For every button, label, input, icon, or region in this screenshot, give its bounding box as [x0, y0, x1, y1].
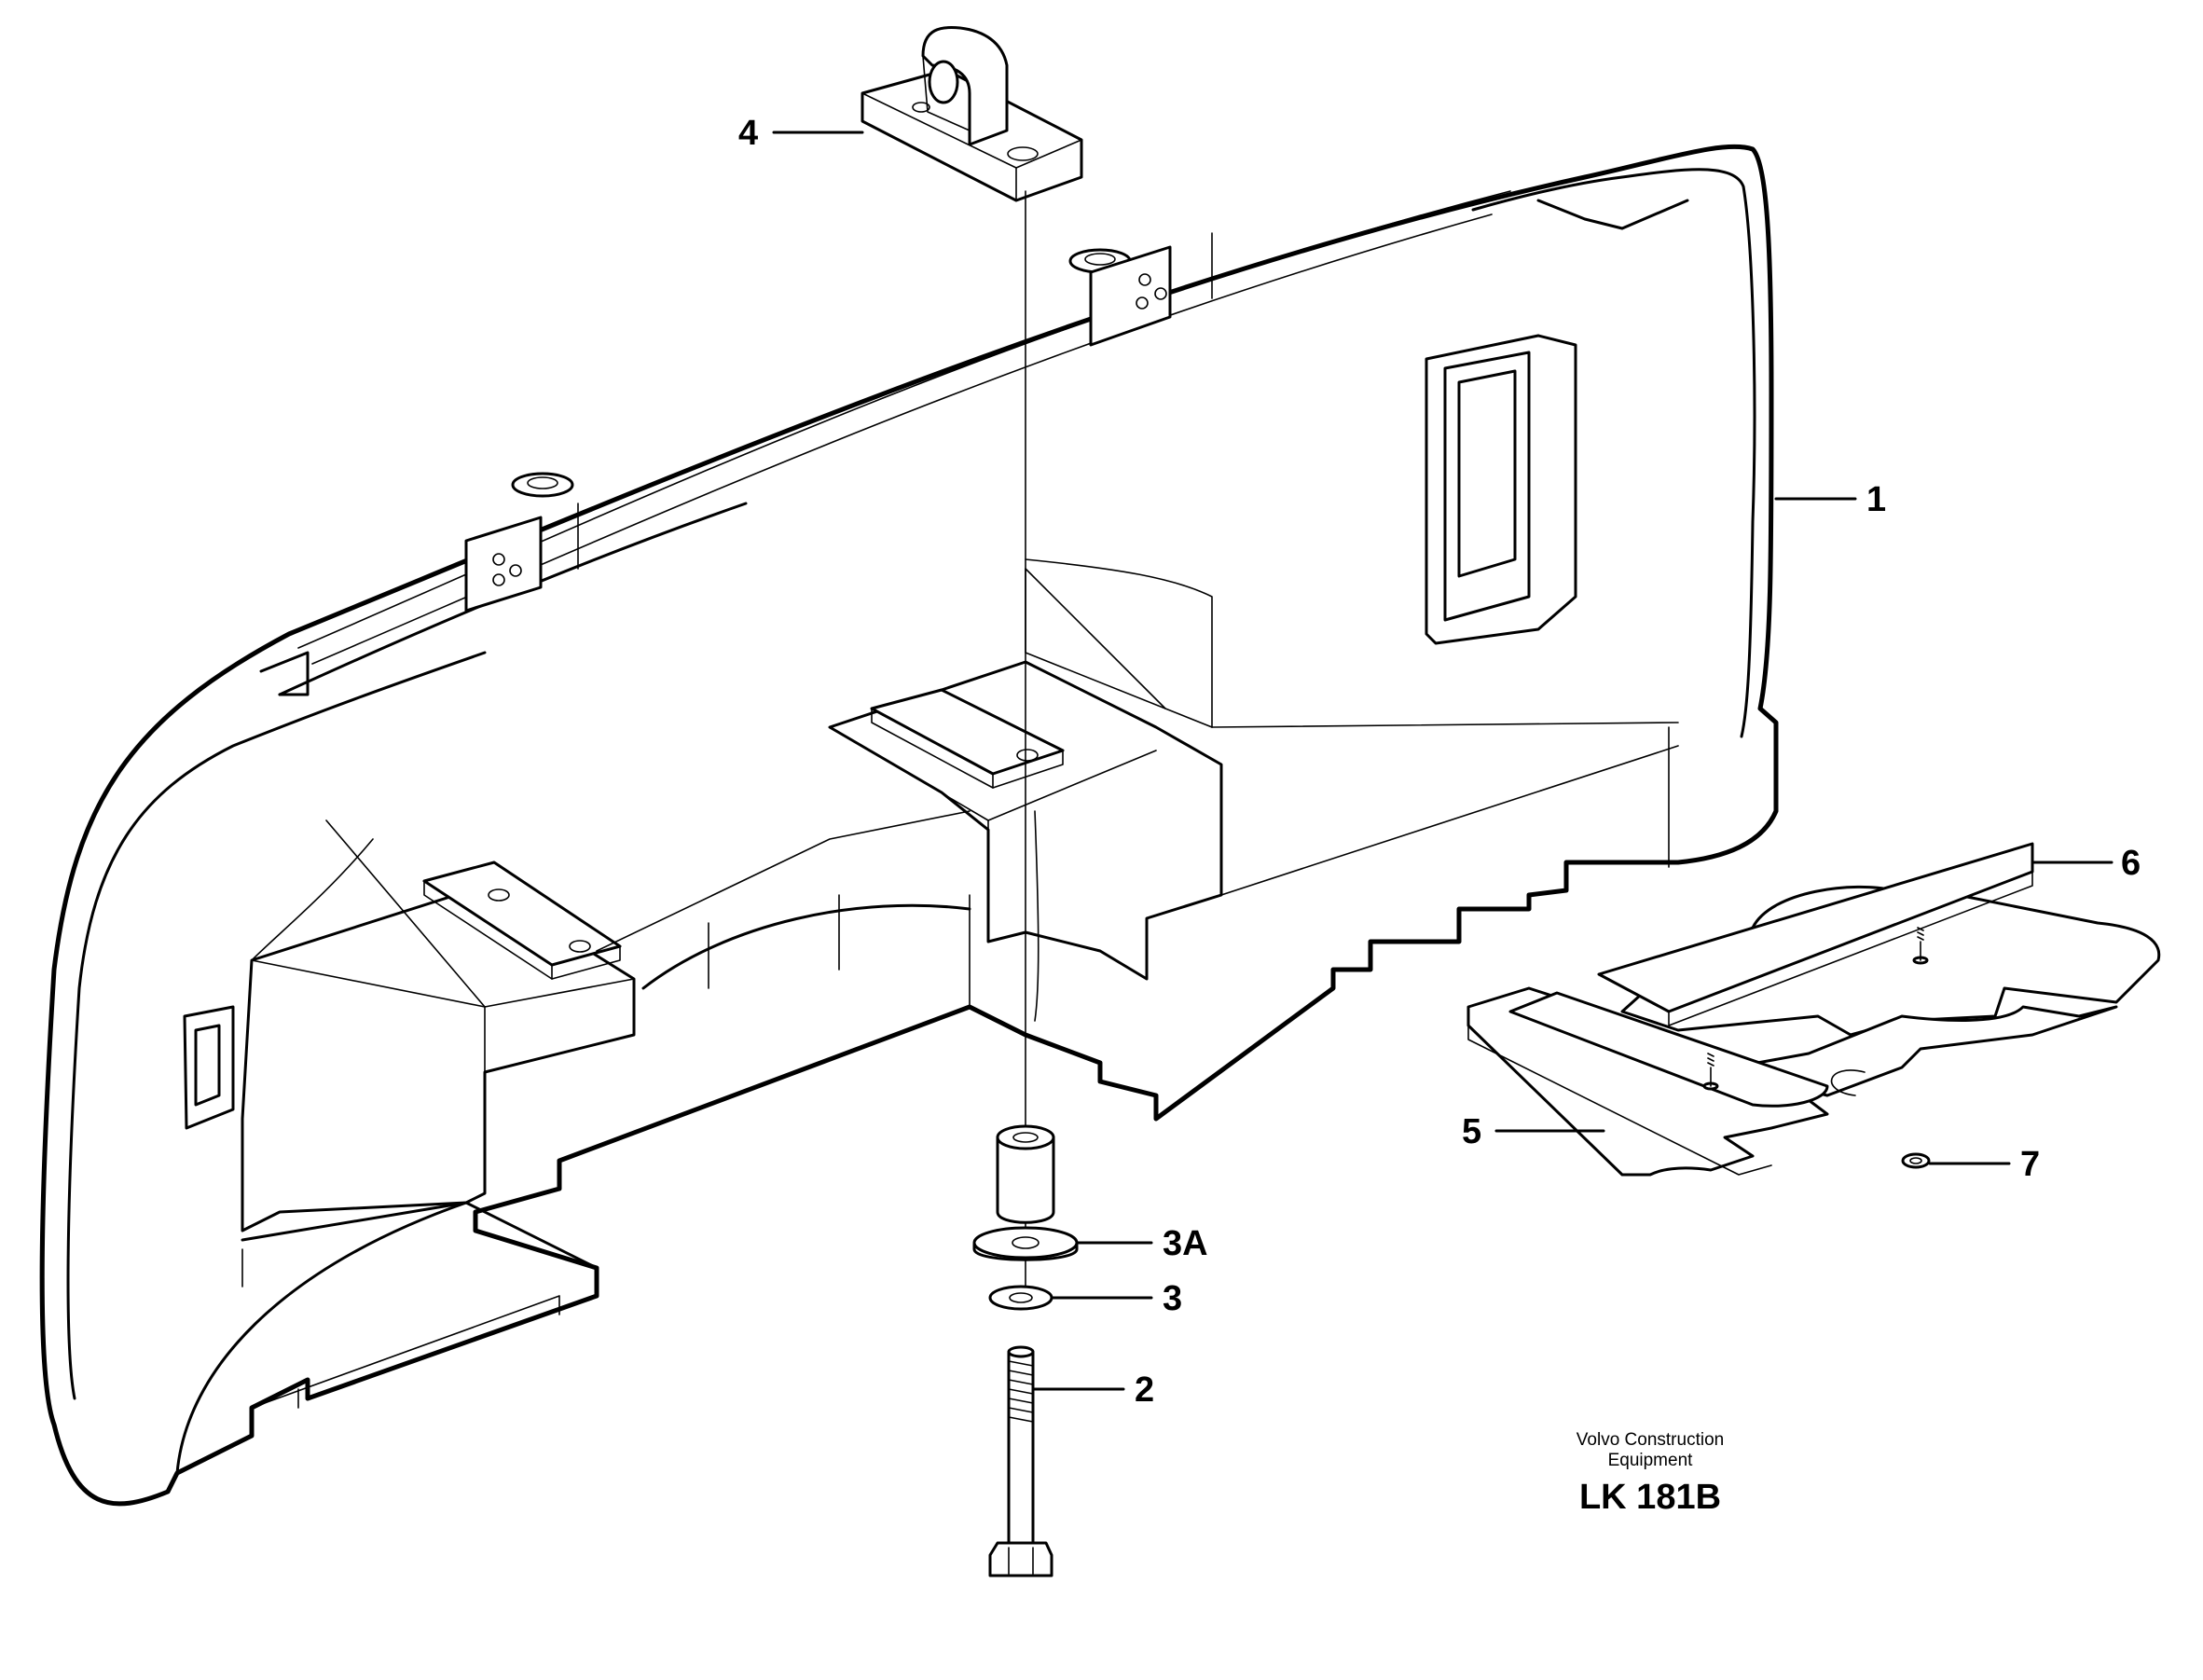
- callout-7: 7: [2020, 1145, 2041, 1184]
- screws-7: [1702, 927, 1931, 1169]
- callout-4: 4: [738, 114, 759, 153]
- washer-3a: [972, 1226, 1079, 1261]
- bolt: [988, 1345, 1053, 1577]
- plate-6: [1597, 842, 2161, 1037]
- callout-3: 3: [1163, 1279, 1183, 1318]
- publisher-credit-line1: Volvo Construction: [1576, 1430, 1725, 1450]
- callout-1: 1: [1866, 480, 1887, 519]
- callout-5: 5: [1462, 1112, 1482, 1151]
- publisher-credit-line2: Equipment: [1607, 1451, 1693, 1470]
- callout-6: 6: [2121, 844, 2141, 883]
- washer-3: [988, 1285, 1053, 1311]
- leader-lines: [772, 131, 2114, 1391]
- plate-5: [1466, 986, 2118, 1177]
- lifting-eye-bracket: [861, 26, 1083, 202]
- spacer-sleeve: [996, 1124, 1055, 1224]
- callout-3a: 3A: [1163, 1224, 1208, 1263]
- counterweight-body: [39, 144, 1779, 1507]
- figure-code: LK 181B: [1578, 1478, 1722, 1517]
- callout-2: 2: [1135, 1370, 1155, 1410]
